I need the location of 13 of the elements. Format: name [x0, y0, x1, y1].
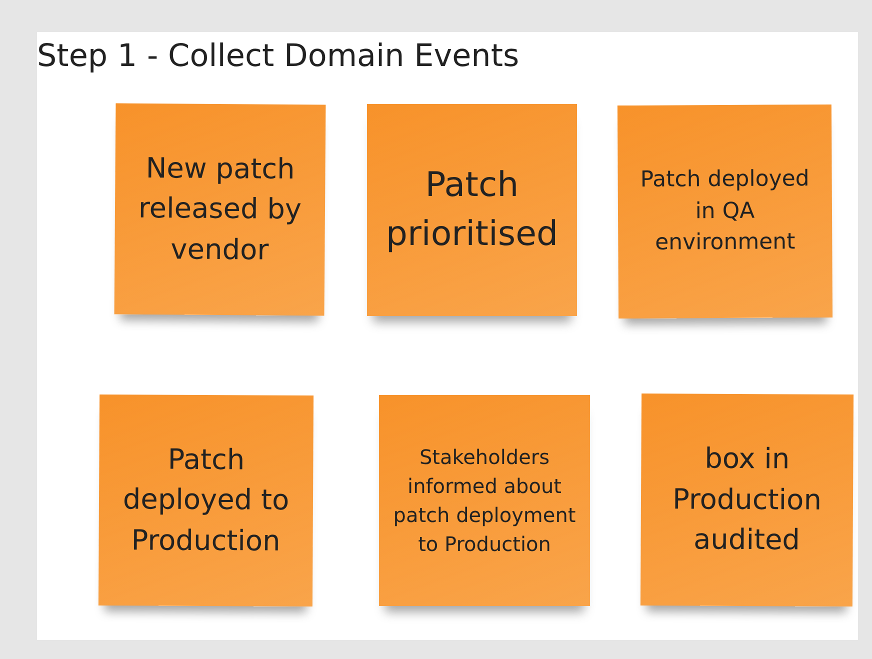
note-text: Patch prioritised: [384, 164, 560, 256]
note-text: Patch deployed in QA environment: [639, 165, 810, 258]
sticky-note: [617, 104, 833, 319]
note-text: Patch deployed to Production: [122, 441, 290, 560]
note-text: box in Production audited: [671, 440, 823, 559]
sticky-note: [367, 104, 577, 316]
sticky-note: [379, 395, 590, 606]
sticky-note: [114, 103, 326, 316]
note-text: New patch released by vendor: [137, 150, 303, 268]
title: Step 1 - Collect Domain Events: [37, 38, 520, 74]
sticky-note: [98, 394, 314, 607]
sticky-note: [640, 393, 854, 607]
note-text: Stakeholders informed about patch deployment to Production: [392, 444, 577, 558]
